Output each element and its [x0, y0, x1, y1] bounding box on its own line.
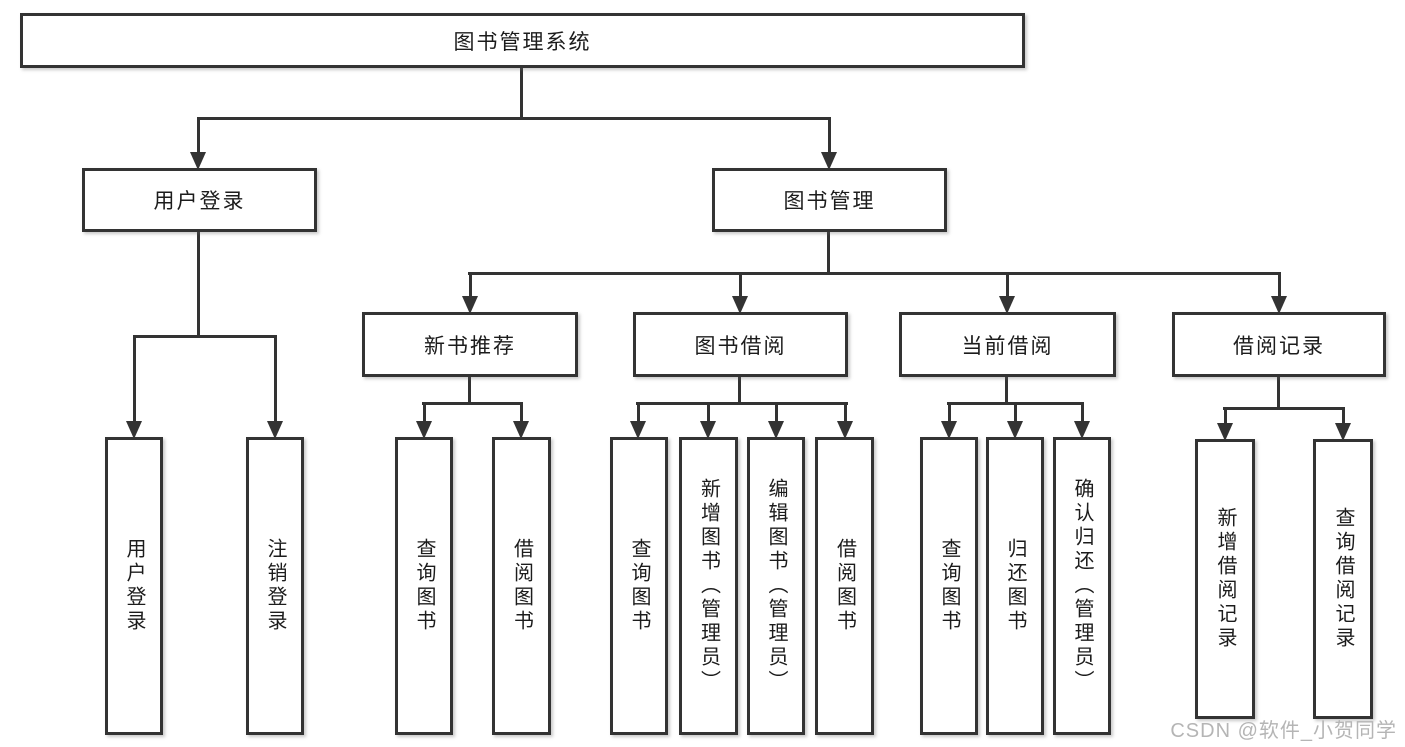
arrow-down	[999, 296, 1015, 314]
connector-line	[1277, 377, 1280, 410]
connector-line	[1081, 402, 1084, 429]
connector-line	[197, 117, 200, 160]
leaf-query-books-1: 查询图书	[395, 437, 453, 735]
connector-line	[133, 335, 136, 429]
node-book-management: 图书管理	[712, 168, 947, 232]
connector-line	[828, 117, 831, 160]
arrow-down	[768, 421, 784, 439]
connector-line	[468, 272, 1281, 275]
node-library-management-system: 图书管理系统	[20, 13, 1025, 68]
leaf-return-books: 归还图书	[986, 437, 1044, 735]
connector-line	[423, 402, 426, 429]
connector-line	[948, 402, 951, 429]
connector-line	[738, 377, 741, 405]
connector-line	[707, 402, 710, 429]
leaf-confirm-return-admin: 确认归还（管理员）	[1053, 437, 1111, 735]
connector-line	[520, 68, 523, 120]
connector-line	[1342, 407, 1345, 431]
connector-line	[469, 272, 472, 304]
leaf-edit-books-admin: 编辑图书（管理员）	[747, 437, 805, 735]
node-borrowing-records: 借阅记录	[1172, 312, 1386, 377]
arrow-down	[1271, 296, 1287, 314]
leaf-query-books-3: 查询图书	[920, 437, 978, 735]
arrow-down	[1074, 421, 1090, 439]
arrow-down	[1335, 423, 1351, 441]
arrow-down	[416, 421, 432, 439]
node-new-book-recommend: 新书推荐	[362, 312, 578, 377]
connector-line	[1006, 272, 1009, 304]
connector-line	[1223, 407, 1345, 410]
node-user-login: 用户登录	[82, 168, 317, 232]
arrow-down	[126, 421, 142, 439]
arrow-down	[1217, 423, 1233, 441]
leaf-borrow-books-2: 借阅图书	[815, 437, 874, 735]
arrow-down	[732, 296, 748, 314]
connector-line	[739, 272, 742, 304]
arrow-down	[630, 421, 646, 439]
arrow-down	[1007, 421, 1023, 439]
connector-line	[1005, 377, 1008, 405]
leaf-borrow-books-1: 借阅图书	[492, 437, 551, 735]
connector-line	[133, 335, 277, 338]
connector-line	[520, 402, 523, 429]
leaf-logout: 注销登录	[246, 437, 304, 735]
connector-line	[775, 402, 778, 429]
arrow-down	[462, 296, 478, 314]
arrow-down	[267, 421, 283, 439]
leaf-query-books-2: 查询图书	[610, 437, 668, 735]
node-current-borrowing: 当前借阅	[899, 312, 1116, 377]
leaf-add-borrow-record: 新增借阅记录	[1195, 439, 1255, 719]
connector-line	[636, 402, 848, 405]
connector-line	[827, 232, 830, 275]
arrow-down	[837, 421, 853, 439]
connector-line	[274, 335, 277, 429]
leaf-add-books-admin: 新增图书（管理员）	[679, 437, 738, 735]
connector-line	[1014, 402, 1017, 429]
connector-line	[197, 232, 200, 338]
node-book-borrowing: 图书借阅	[633, 312, 848, 377]
connector-line	[1224, 407, 1227, 431]
connector-line	[637, 402, 640, 429]
arrow-down	[700, 421, 716, 439]
connector-line	[844, 402, 847, 429]
leaf-query-borrow-record: 查询借阅记录	[1313, 439, 1373, 719]
leaf-user-login: 用户登录	[105, 437, 163, 735]
arrow-down	[941, 421, 957, 439]
arrow-down	[513, 421, 529, 439]
connector-line	[422, 402, 523, 405]
connector-line	[197, 117, 831, 120]
arrow-down	[190, 152, 206, 170]
arrow-down	[821, 152, 837, 170]
connector-line	[1278, 272, 1281, 304]
connector-line	[468, 377, 471, 405]
